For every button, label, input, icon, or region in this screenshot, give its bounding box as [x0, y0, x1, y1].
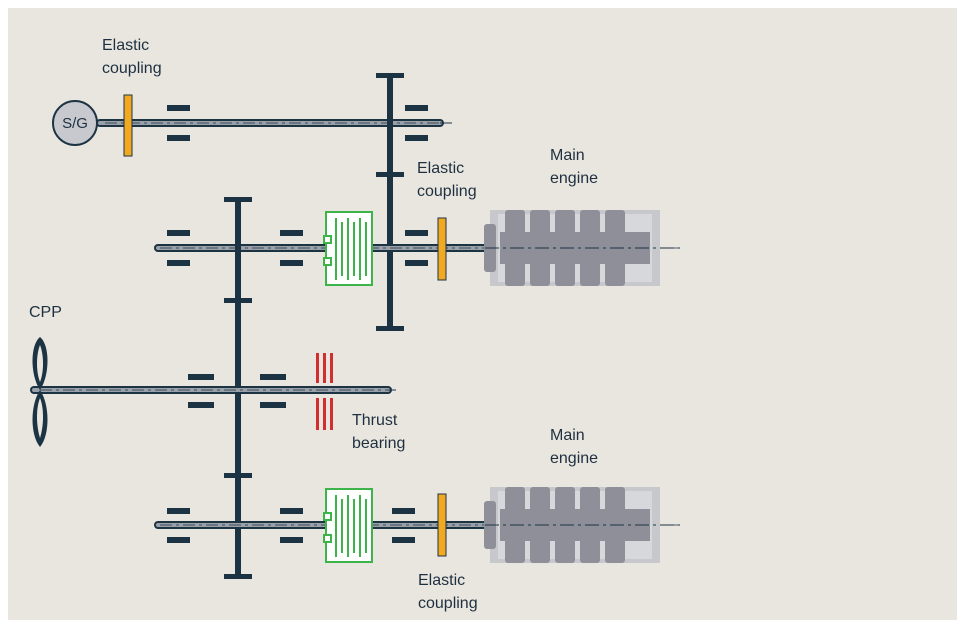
elastic-coupling-upper: [437, 217, 447, 281]
elastic-coupling-lower: [437, 493, 447, 557]
clutch-lower: [323, 488, 373, 563]
gear-wheel-upper: [376, 73, 404, 331]
label-cpp: CPP: [29, 304, 62, 321]
main-engine-upper: [484, 210, 680, 286]
propulsion-diagram: S/G: [8, 8, 957, 620]
elastic-coupling-sg: [123, 94, 133, 157]
upper-shaft-bearings: [167, 230, 428, 266]
propeller-shaft-bearings: [188, 374, 286, 408]
label-elastic-coupling-bottom: Elastic coupling: [418, 572, 478, 612]
label-elastic-coupling-mid: Elastic coupling: [417, 160, 477, 200]
thrust-bearing: [316, 353, 333, 430]
label-main-engine-bottom: Main engine: [550, 427, 599, 467]
lower-shaft-bearings: [167, 508, 415, 543]
label-elastic-coupling-top: Elastic coupling: [102, 37, 162, 77]
main-engine-lower: [484, 487, 680, 563]
label-thrust-bearing: Thrust bearing: [352, 412, 406, 452]
sg-shaft-bearings: [167, 105, 428, 141]
cpp-propeller: [32, 337, 48, 447]
sg-label: S/G: [62, 115, 88, 132]
label-main-engine-top: Main engine: [550, 147, 599, 187]
sg-generator: [52, 100, 98, 146]
clutch-upper: [323, 211, 373, 286]
